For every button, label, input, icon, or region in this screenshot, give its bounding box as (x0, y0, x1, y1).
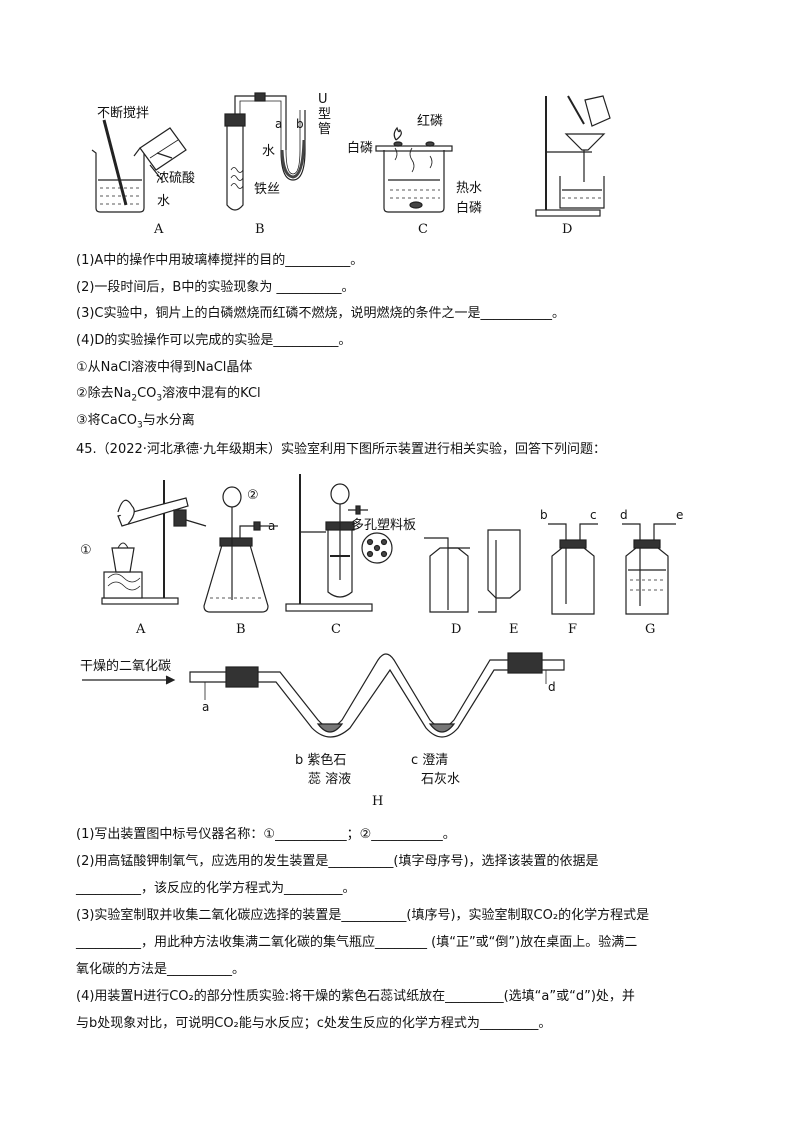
label-b-a: a (275, 117, 283, 131)
caption2-c: C (331, 622, 341, 637)
label-f-b: b (540, 508, 548, 522)
caption2-g: G (645, 622, 656, 637)
label-u-tube: U型管 (318, 92, 332, 137)
label-stirring: 不断搅拌 (97, 106, 150, 121)
q44-option1: ①从NaCl溶液中得到NaCl晶体 (76, 360, 253, 375)
q44-part4: (4)D的实验操作可以完成的实验是__________。 (76, 333, 352, 348)
caption2-a: A (136, 622, 146, 637)
caption2-d: D (451, 622, 462, 637)
label-b-a-port: a (268, 519, 276, 533)
u-tube-b-drawing (224, 92, 306, 211)
caption-c: C (418, 222, 428, 237)
caption-d: D (562, 222, 573, 237)
bottle-d (424, 537, 470, 613)
figure-h-apparatus (82, 652, 565, 738)
label-iron-wire: 铁丝 (254, 182, 281, 197)
q45-part1: (1)写出装置图中标号仪器名称：①___________；②__________… (76, 827, 456, 842)
q44-part3: (3)C实验中，铜片上的白磷燃烧而红磷不燃烧，说明燃烧的条件之一是_______… (76, 306, 565, 321)
beaker-c-drawing (375, 126, 453, 213)
label-dry-co2: 干燥的二氧化碳 (80, 659, 172, 674)
caption-a: A (154, 222, 164, 237)
label-h-a: a (202, 700, 210, 714)
bottle-f (548, 523, 598, 615)
tube-c (285, 474, 393, 612)
q44-option3: ③将CaCO3与水分离 (76, 413, 195, 431)
q45-part4a: (4)用装置H进行CO₂的部分性质实验:将干燥的紫色石蕊试纸放在________… (76, 989, 635, 1004)
label-b-b: b (296, 117, 304, 131)
q44-part2: (2)一段时间后，B中的实验现象为 __________。 (76, 280, 355, 295)
label-limewater-1: c 澄清 (411, 753, 449, 768)
label-instrument-1: ① (80, 543, 92, 558)
q45-part4b: 与b处现象对比，可说明CO₂能与水反应；c处发生反应的化学方程式为_______… (76, 1016, 552, 1031)
label-limewater-2: 石灰水 (421, 772, 461, 787)
bottle-e (478, 529, 521, 613)
caption-b: B (255, 222, 265, 237)
label-litmus-1: b 紫色石 (295, 753, 347, 768)
label-porous-plate: 多孔塑料板 (351, 518, 417, 533)
label-conc-acid: 浓硫酸 (156, 171, 196, 186)
flask-b (203, 486, 278, 613)
q45-part3a: (3)实验室制取并收集二氧化碳应选择的装置是__________(填序号)，实验… (76, 908, 650, 923)
q44-part1: (1)A中的操作中用玻璃棒搅拌的目的__________。 (76, 253, 364, 268)
q45-header: 45.（2022·河北承德·九年级期末）实验室利用下图所示装置进行相关实验，回答… (76, 442, 607, 457)
q45-part3c: 氧化碳的方法是__________。 (76, 962, 246, 977)
filtration-d-drawing (535, 95, 611, 217)
label-hot-water: 热水 (456, 181, 483, 196)
bottle-g (622, 523, 676, 615)
figure-2-apparatus (101, 474, 676, 615)
caption-h: H (372, 794, 384, 809)
label-f-c: c (590, 508, 597, 522)
label-g-e: e (676, 508, 684, 522)
label-water-b: 水 (262, 144, 276, 159)
label-white-phosphorus-top: 白磷 (347, 141, 374, 156)
label-litmus-2: 蕊 溶液 (308, 772, 352, 787)
heating-apparatus-a (101, 480, 207, 605)
caption2-e: E (509, 622, 519, 637)
caption2-b: B (236, 622, 246, 637)
label-g-d: d (620, 508, 628, 522)
beaker-a-drawing (91, 119, 187, 213)
figure-1-apparatus (91, 92, 611, 217)
q44-option2: ②除去Na2CO3溶液中混有的KCl (76, 386, 261, 404)
label-h-d: d (548, 680, 556, 694)
label-white-phosphorus-bottom: 白磷 (456, 201, 483, 216)
q45-part3b: __________，用此种方法收集满二氧化碳的集气瓶应________ (填“… (76, 935, 638, 950)
label-instrument-2: ② (247, 488, 259, 503)
q45-part2b: __________，该反应的化学方程式为_________。 (76, 881, 356, 896)
label-red-phosphorus: 红磷 (417, 114, 444, 129)
label-water-a: 水 (157, 194, 171, 209)
caption2-f: F (568, 622, 578, 637)
q45-part2a: (2)用高锰酸钾制氧气，应选用的发生装置是__________(填字母序号)，选… (76, 854, 599, 869)
